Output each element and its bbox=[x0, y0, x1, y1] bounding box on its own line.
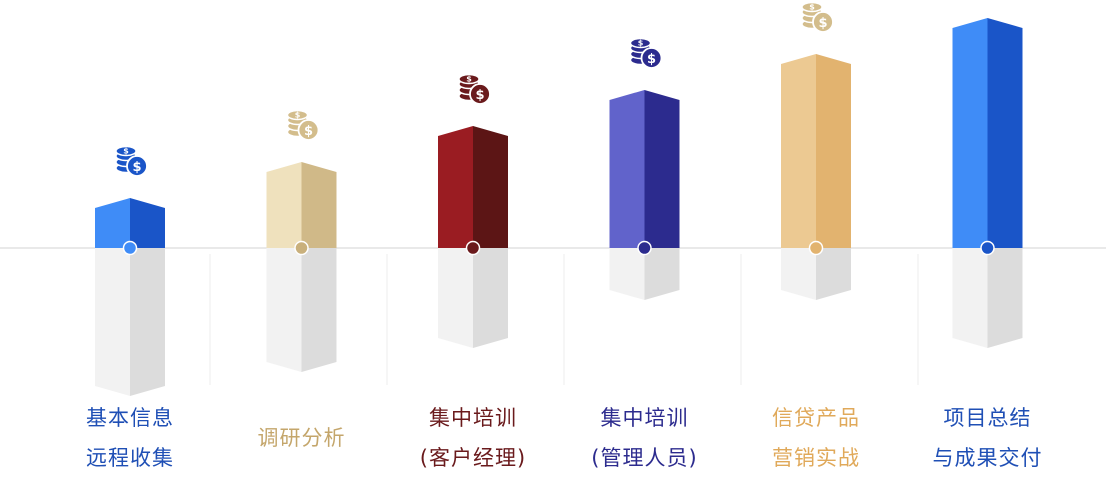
baseline-dot bbox=[294, 240, 309, 256]
pillar-underground-left-face bbox=[609, 248, 645, 300]
svg-text:$: $ bbox=[466, 75, 472, 84]
pillar: $$ bbox=[438, 73, 508, 348]
pillar-underground-left-face bbox=[781, 248, 816, 300]
svg-text:$: $ bbox=[818, 16, 827, 31]
baseline-dot bbox=[637, 240, 652, 256]
svg-text:$: $ bbox=[638, 39, 644, 48]
pillar-right-face bbox=[644, 90, 680, 248]
svg-text:$: $ bbox=[304, 124, 313, 139]
pillar-right-face bbox=[987, 18, 1023, 248]
baseline-dot bbox=[122, 240, 138, 256]
step-label: 信贷产品营销实战 bbox=[728, 398, 904, 478]
step-label-line: 集中培训 bbox=[600, 406, 689, 430]
step-label-line: 远程收集 bbox=[86, 446, 174, 470]
step-label-line: 调研分析 bbox=[257, 426, 346, 450]
baseline-dot bbox=[465, 240, 481, 256]
pillar-underground-left-face bbox=[266, 248, 302, 372]
coin-stack-icon: $$ bbox=[629, 37, 663, 69]
pillar: $$ bbox=[952, 18, 1023, 348]
pillar-left-face bbox=[781, 54, 816, 248]
step-label-line: 营销实战 bbox=[772, 446, 860, 470]
column-dividers bbox=[209, 254, 919, 385]
pillar-underground-right-face bbox=[301, 248, 337, 372]
pillar: $$ bbox=[266, 109, 337, 372]
step-label-line: 项目总结 bbox=[943, 406, 1032, 430]
baseline-dot bbox=[808, 240, 824, 256]
coin-stack-icon: $$ bbox=[115, 145, 148, 177]
step-label-line: 基本信息 bbox=[86, 406, 174, 430]
coin-stack-icon: $$ bbox=[286, 109, 320, 141]
pillar-left-face bbox=[609, 90, 645, 248]
pillar-left-face bbox=[438, 126, 473, 248]
step-label: 项目总结与成果交付 bbox=[900, 398, 1076, 478]
pillar: $$ bbox=[95, 145, 165, 396]
pillar-left-face bbox=[952, 18, 988, 248]
pillar-right-face bbox=[816, 54, 851, 248]
baseline-dot bbox=[980, 240, 995, 256]
pillar-underground-right-face bbox=[987, 248, 1023, 348]
step-label: 集中培训 (客户经理) bbox=[385, 398, 561, 478]
pillar-left-face bbox=[266, 162, 302, 248]
step-label-line: 与成果交付 bbox=[932, 446, 1043, 470]
pillars-layer: $$$$$$$$$$$$ bbox=[95, 1, 1023, 396]
coin-stack-icon: $$ bbox=[801, 1, 834, 33]
step-label: 集中培训 (管理人员) bbox=[557, 398, 733, 478]
step-label-line: 集中培训 bbox=[429, 406, 517, 430]
pillar-left-face bbox=[95, 198, 130, 248]
pillar-underground-right-face bbox=[130, 248, 165, 396]
pillar-right-face bbox=[473, 126, 508, 248]
coin-stack-icon: $$ bbox=[458, 73, 491, 105]
pillar-underground-right-face bbox=[473, 248, 508, 348]
svg-text:$: $ bbox=[295, 111, 301, 120]
step-label-line: (管理人员) bbox=[591, 446, 698, 470]
svg-text:$: $ bbox=[809, 3, 815, 12]
pillar-right-face bbox=[301, 162, 337, 248]
svg-text:$: $ bbox=[647, 52, 656, 67]
pillar-underground-left-face bbox=[952, 248, 988, 348]
pillar-underground-right-face bbox=[644, 248, 680, 300]
svg-text:$: $ bbox=[132, 160, 141, 175]
step-label: 基本信息远程收集 bbox=[42, 398, 218, 478]
pillar-underground-right-face bbox=[816, 248, 851, 300]
svg-text:$: $ bbox=[123, 147, 129, 156]
pillar-underground-left-face bbox=[438, 248, 473, 348]
step-label-line: (客户经理) bbox=[419, 446, 527, 470]
pillar: $$ bbox=[781, 1, 851, 300]
svg-text:$: $ bbox=[475, 88, 484, 103]
step-label: 调研分析 bbox=[214, 418, 390, 458]
pillar: $$ bbox=[609, 37, 680, 300]
pillar-right-face bbox=[130, 198, 165, 248]
pillar-underground-left-face bbox=[95, 248, 130, 396]
step-label-line: 信贷产品 bbox=[772, 406, 860, 430]
